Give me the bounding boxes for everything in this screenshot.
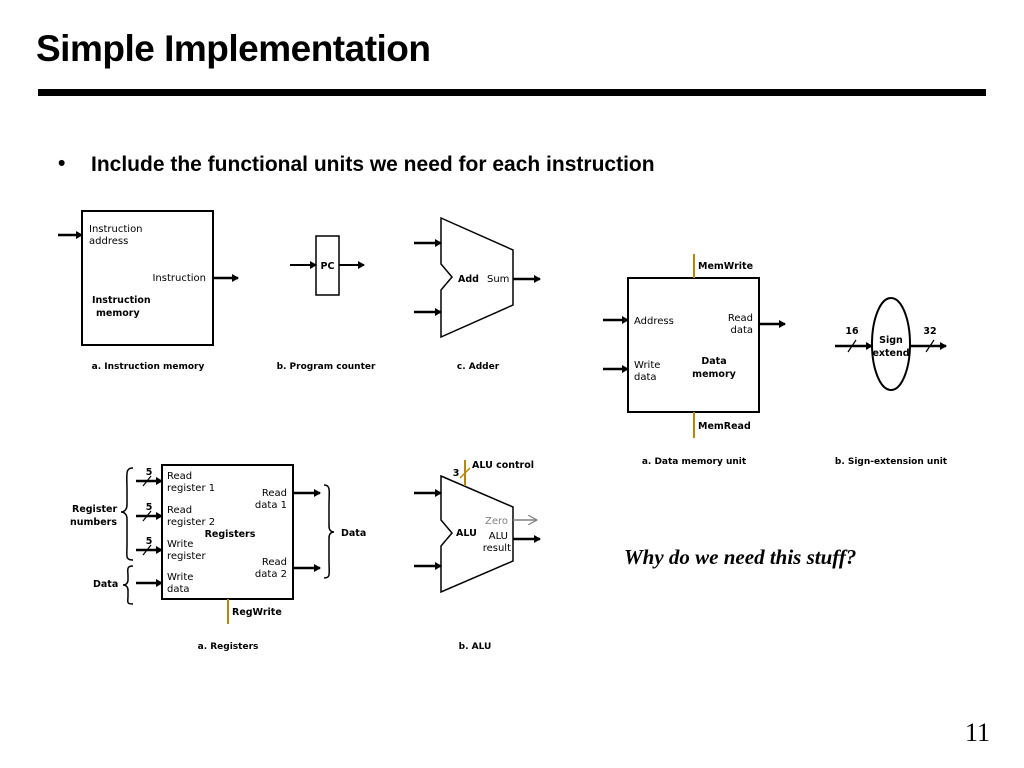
sign-extend-caption: b. Sign-extension unit bbox=[835, 457, 948, 467]
alu-control-width: 3 bbox=[453, 468, 460, 479]
read-data-2-label-2: data 2 bbox=[255, 569, 287, 580]
alu-control-label: ALU control bbox=[472, 460, 534, 471]
sign-extend-input-width: 16 bbox=[845, 326, 859, 337]
alu-unit: 3 ALU control ALU Zero ALU result b. ALU bbox=[414, 460, 541, 652]
register-file-box bbox=[161, 464, 294, 600]
read-register-1-label-1: Read bbox=[167, 471, 192, 482]
bus-width-2: 5 bbox=[146, 502, 153, 513]
register-write-data-label-1: Write bbox=[167, 572, 193, 583]
pc-name: PC bbox=[321, 261, 335, 272]
registers-name: Registers bbox=[205, 529, 256, 540]
adder-caption: c. Adder bbox=[457, 362, 500, 372]
alu-caption: b. ALU bbox=[459, 642, 492, 652]
register-numbers-label-1: Register bbox=[72, 504, 117, 515]
adder-unit: Add Sum c. Adder bbox=[414, 216, 541, 372]
instruction-memory-name-1: Instruction bbox=[92, 295, 151, 306]
sign-extend-name-1: Sign bbox=[879, 335, 903, 346]
data-memory-name-2: memory bbox=[692, 369, 736, 380]
address-label: Address bbox=[634, 316, 674, 327]
registers-caption: a. Registers bbox=[198, 642, 259, 652]
bus-slash-2 bbox=[142, 510, 152, 522]
bus-width-3: 5 bbox=[146, 536, 153, 547]
sign-extend-unit: 16 32 Sign extend b. Sign-extension unit bbox=[835, 297, 948, 467]
input-bus-slash bbox=[847, 339, 857, 353]
instruction-output-label: Instruction bbox=[152, 273, 206, 284]
program-counter-unit: PC b. Program counter bbox=[277, 235, 376, 372]
bus-slash-3 bbox=[142, 544, 152, 556]
read-register-2-label-2: register 2 bbox=[167, 517, 215, 528]
alu-result-label-2: result bbox=[483, 543, 511, 554]
data-memory-name-1: Data bbox=[701, 356, 726, 367]
bullet-text: Include the functional units we need for… bbox=[91, 153, 655, 176]
data-output-label: Data bbox=[341, 528, 366, 539]
write-register-label-2: register bbox=[167, 551, 206, 562]
write-register-label-1: Write bbox=[167, 539, 193, 550]
read-data-2-label-1: Read bbox=[262, 557, 287, 568]
memwrite-label: MemWrite bbox=[698, 261, 753, 272]
register-numbers-brace bbox=[120, 467, 134, 561]
read-data-1-label-1: Read bbox=[262, 488, 287, 499]
alu-control-slash bbox=[459, 467, 471, 479]
instruction-address-label-2: address bbox=[89, 236, 128, 247]
write-data-label-1: Write bbox=[634, 360, 660, 371]
adder-sum-label: Sum bbox=[487, 274, 509, 285]
zero-label: Zero bbox=[485, 516, 508, 527]
instruction-memory-caption: a. Instruction memory bbox=[92, 362, 205, 372]
memread-label: MemRead bbox=[698, 421, 751, 432]
page-number: 11 bbox=[964, 718, 990, 747]
instruction-memory-name-2: memory bbox=[96, 308, 140, 319]
instruction-memory-unit: Instruction address Instruction Instruct… bbox=[58, 210, 239, 372]
regwrite-label: RegWrite bbox=[232, 607, 282, 618]
sign-extend-output-width: 32 bbox=[923, 326, 936, 337]
slide-title: Simple Implementation bbox=[36, 28, 431, 69]
write-data-label-2: data bbox=[634, 372, 657, 383]
register-numbers-label-2: numbers bbox=[70, 517, 117, 528]
title-rule bbox=[38, 89, 986, 96]
alu-name: ALU bbox=[456, 528, 477, 539]
write-data-brace bbox=[122, 565, 134, 605]
read-register-2-label-1: Read bbox=[167, 505, 192, 516]
read-register-1-label-2: register 1 bbox=[167, 483, 215, 494]
data-memory-unit: MemWrite MemRead Address Write data Read… bbox=[603, 254, 786, 467]
data-input-label: Data bbox=[93, 579, 118, 590]
adder-name: Add bbox=[458, 274, 479, 285]
question-text: Why do we need this stuff? bbox=[624, 545, 857, 569]
register-write-data-label-2: data bbox=[167, 584, 190, 595]
read-data-label-1: Read bbox=[728, 313, 753, 324]
bus-width-1: 5 bbox=[146, 467, 153, 478]
read-data-1-label-2: data 1 bbox=[255, 500, 287, 511]
data-output-brace bbox=[323, 484, 335, 579]
instruction-address-label-1: Instruction bbox=[89, 224, 143, 235]
bus-slash-1 bbox=[142, 475, 152, 487]
register-file-unit: 5 5 5 Register numbers Data Data Read re… bbox=[70, 464, 366, 652]
sign-extend-name-2: extend bbox=[872, 348, 909, 359]
read-data-label-2: data bbox=[730, 325, 753, 336]
data-memory-box bbox=[627, 277, 760, 413]
data-memory-caption: a. Data memory unit bbox=[642, 457, 747, 467]
bullet-marker: • bbox=[58, 152, 66, 175]
program-counter-caption: b. Program counter bbox=[277, 362, 376, 372]
alu-result-label-1: ALU bbox=[489, 531, 508, 542]
output-bus-slash bbox=[925, 339, 935, 353]
instruction-memory-box bbox=[81, 210, 214, 346]
